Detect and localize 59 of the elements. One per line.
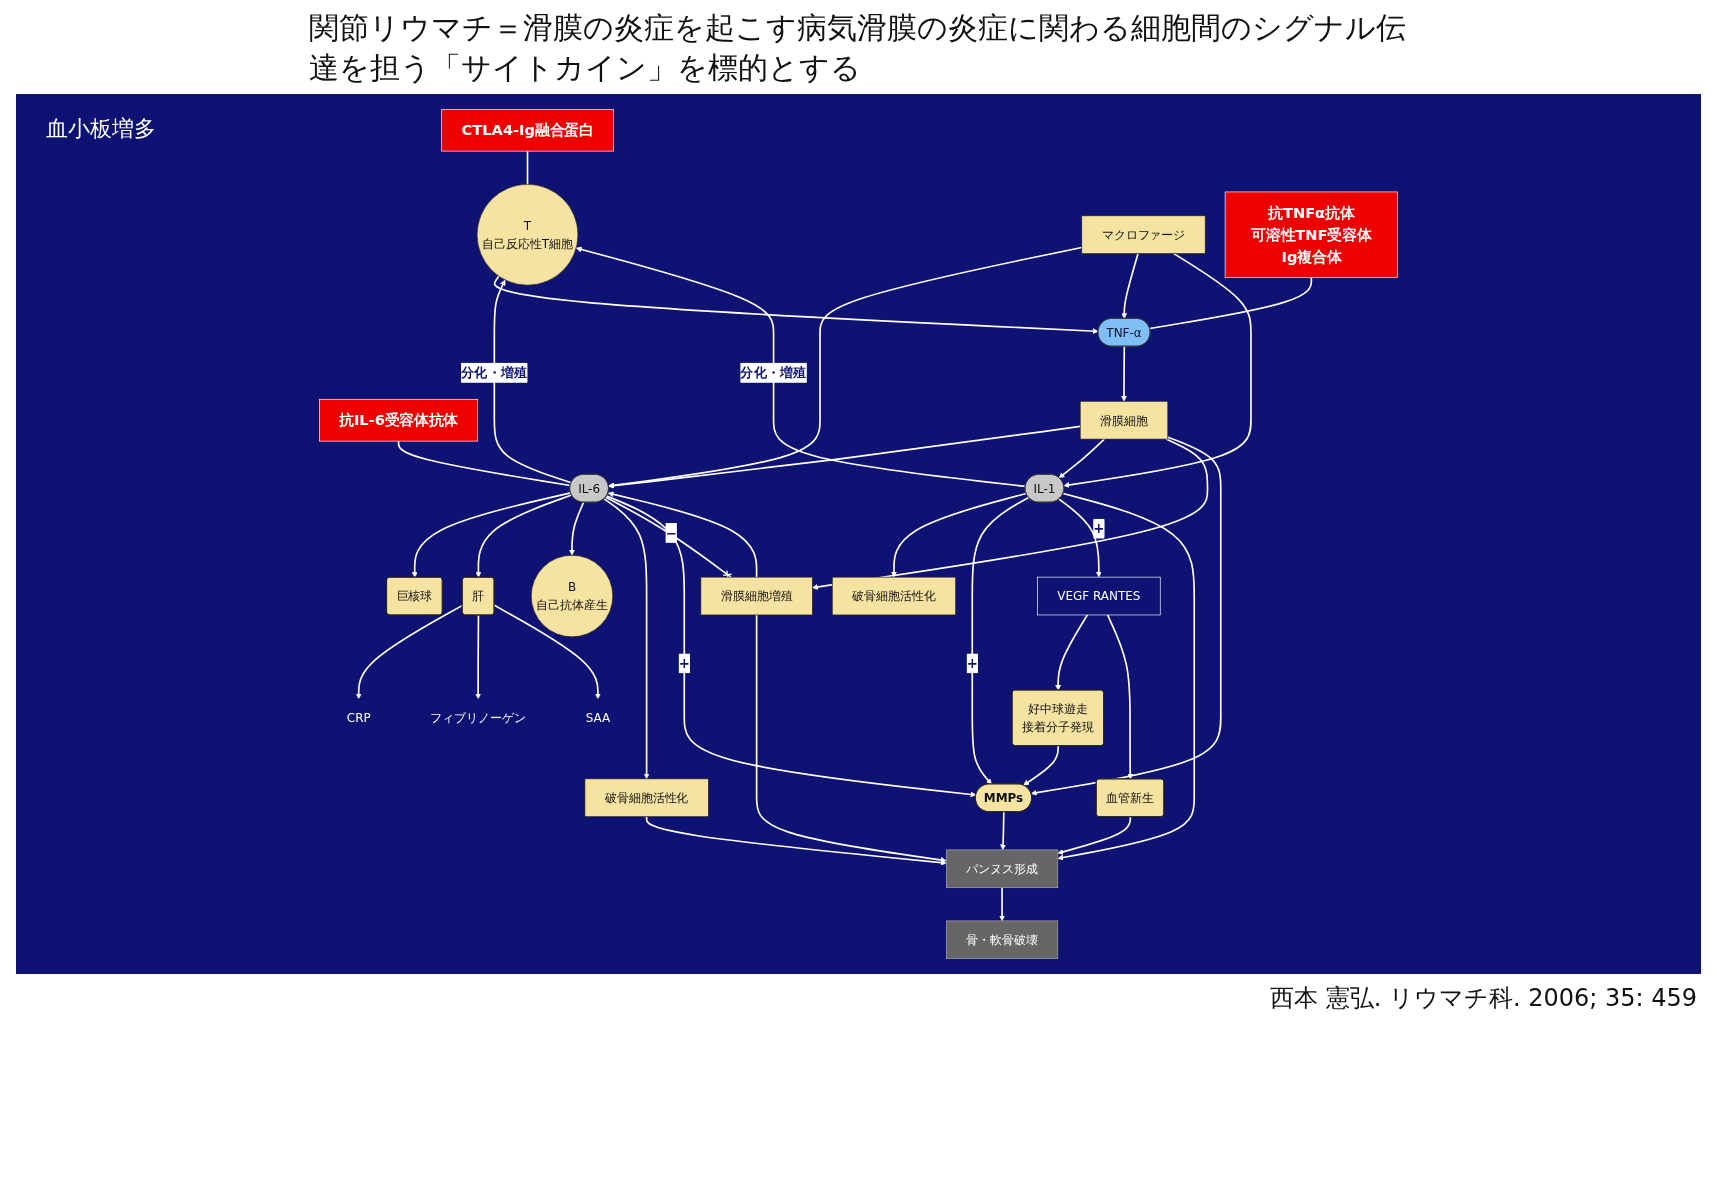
arrow — [891, 492, 1028, 578]
arrow — [1055, 614, 1089, 691]
arrow — [1057, 492, 1196, 861]
arrow — [1106, 614, 1134, 780]
node-text: フィブリノーゲン — [430, 710, 526, 725]
arrow — [971, 496, 1030, 785]
arrow — [575, 246, 1027, 488]
node-box: 抗IL-6受容体抗体 — [319, 398, 479, 442]
node-box: 破骨細胞活性化 — [831, 576, 957, 616]
connector — [1149, 276, 1313, 330]
arrow — [1121, 345, 1127, 402]
title: 関節リウマチ＝滑膜の炎症を起こす病気滑膜の炎症に関わる細胞間のシグナル伝達を担う「サイトカイン」を標的とする — [308, 9, 1407, 87]
arrow — [493, 604, 601, 700]
arrow — [608, 246, 1083, 489]
edge-label: + — [966, 653, 978, 674]
edge-label: 分化・増殖 — [461, 362, 528, 383]
note-label: 血小板増多 — [46, 115, 156, 143]
arrow — [1057, 816, 1132, 855]
node-circle: T 自己反応性T細胞 — [476, 183, 579, 286]
arrow — [999, 886, 1005, 922]
arrow — [355, 604, 464, 700]
edge-label: + — [678, 653, 690, 674]
edge-label: + — [1093, 518, 1105, 539]
arrow — [493, 279, 573, 484]
node-box: マクロファージ — [1081, 215, 1206, 254]
arrow — [1058, 438, 1106, 479]
node-box: 骨・軟骨破壊 — [946, 920, 1059, 960]
node-circle: B 自己抗体産生 — [530, 554, 614, 638]
arrow — [1121, 252, 1139, 319]
arrow — [411, 492, 572, 578]
arrow — [755, 614, 947, 863]
arrow — [475, 614, 482, 700]
arrow — [1023, 745, 1060, 786]
arrow — [1030, 436, 1222, 796]
arrow — [812, 438, 1209, 590]
node-box: 抗TNFα抗体 可溶性TNF受容体Ig複合体 — [1224, 191, 1398, 278]
arrow — [1000, 811, 1006, 851]
caption: 西本 憲弘. リウマチ科. 2006; 35: 459 — [1269, 983, 1697, 1014]
arrow — [608, 425, 1082, 489]
arrow — [1058, 498, 1102, 578]
arrow — [603, 498, 650, 780]
node-box: 滑膜細胞増殖 — [700, 576, 813, 616]
node-box: CTLA4-Ig融合蛋白 — [441, 109, 614, 152]
arrow — [1063, 252, 1252, 488]
connector — [397, 440, 572, 487]
node-text: SAA — [585, 710, 611, 725]
node-box: 滑膜細胞 — [1079, 400, 1169, 440]
node-text: CRP — [346, 710, 371, 725]
arrow — [569, 501, 585, 556]
node-box: VEGF RANTES — [1037, 576, 1161, 616]
arrow — [475, 494, 573, 578]
arrow — [493, 275, 1099, 335]
edge-label: − — [665, 522, 677, 543]
edge-label: 分化・増殖 — [740, 362, 807, 383]
connector — [526, 150, 529, 186]
arrow — [607, 491, 758, 578]
node-box: 破骨細胞活性化 — [584, 778, 709, 818]
node-box: パンヌス形成 — [946, 849, 1059, 889]
arrow — [645, 815, 947, 866]
